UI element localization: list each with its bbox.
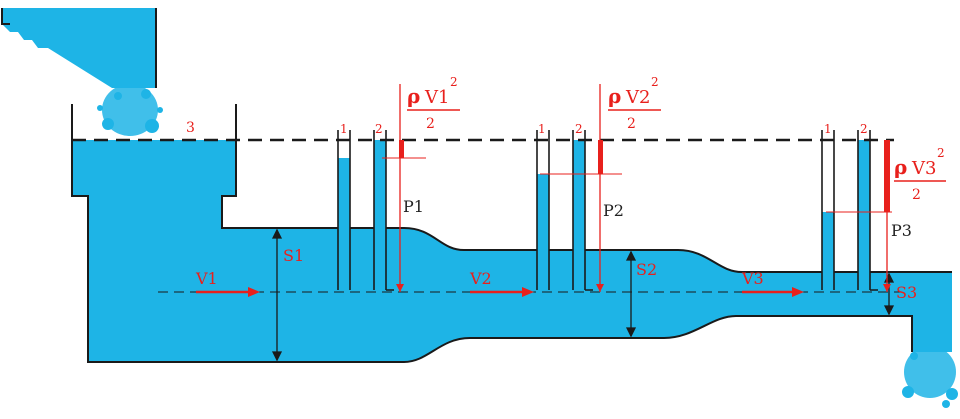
- dynamic-head-2: ρ V2 2 2: [608, 75, 661, 132]
- p1-label: P1: [403, 197, 424, 216]
- dynamic-head-3: ρ V3 2 2: [894, 146, 946, 203]
- s1-tube1-label: 1: [340, 122, 348, 136]
- s1-tube1-water: [338, 158, 350, 290]
- dyn3-rho: ρ: [894, 155, 907, 179]
- piezometer-tubes: [337, 130, 878, 291]
- p3-label: P3: [891, 221, 912, 240]
- s3-tube1-label: 1: [824, 122, 832, 136]
- s3-tube1-water: [822, 212, 834, 290]
- dynamic-head-1: ρ V1 2 2: [407, 75, 460, 132]
- dyn1-num: V1: [424, 87, 449, 108]
- tank-level-label: 3: [186, 120, 195, 136]
- vessel-outline: [71, 104, 952, 363]
- s1-tube2-outline: [373, 130, 394, 291]
- v3-label: V3: [741, 269, 764, 288]
- s2-tube1-water: [537, 174, 549, 290]
- s1-tube2-label: 2: [375, 122, 383, 136]
- s1-label: S1: [283, 246, 304, 265]
- v2-label: V2: [469, 269, 492, 288]
- s2-tube2-label: 2: [575, 122, 583, 136]
- dyn3-exp: 2: [937, 146, 945, 160]
- p2-label: P2: [603, 201, 624, 220]
- inlet-splash: [97, 84, 163, 136]
- inlet-chute-outline: [1, 8, 157, 88]
- s2-tube2-water: [573, 140, 585, 290]
- dyn3-num: V3: [911, 158, 936, 179]
- s2-tube1-label: 1: [538, 122, 546, 136]
- s1-tube2-water: [374, 140, 386, 290]
- dyn1-den: 2: [426, 116, 435, 132]
- velocity-arrows: [196, 287, 804, 297]
- s2-tube1-outline: [536, 130, 550, 290]
- dyn2-rho: ρ: [608, 84, 621, 108]
- s2-label: S2: [636, 260, 657, 279]
- dyn2-den: 2: [627, 116, 636, 132]
- inlet-chute: [2, 8, 156, 88]
- dyn2-num: V2: [625, 87, 650, 108]
- s1-tube1-outline: [337, 130, 351, 290]
- dyn2-exp: 2: [651, 75, 659, 89]
- s3-tube1-outline: [821, 130, 835, 290]
- section-height-markers: [271, 228, 895, 362]
- dyn1-exp: 2: [450, 75, 458, 89]
- s2-tube2-outline: [572, 130, 593, 291]
- s3-tube2-water: [858, 140, 870, 290]
- v1-label: V1: [195, 269, 218, 288]
- s3-tube2-label: 2: [860, 122, 868, 136]
- outlet-splash: [902, 346, 958, 408]
- s3-tube2-outline: [857, 130, 878, 291]
- s3-label: S3: [896, 283, 917, 302]
- dyn1-rho: ρ: [407, 84, 420, 108]
- dyn3-den: 2: [912, 187, 921, 203]
- head-markers: [382, 84, 892, 292]
